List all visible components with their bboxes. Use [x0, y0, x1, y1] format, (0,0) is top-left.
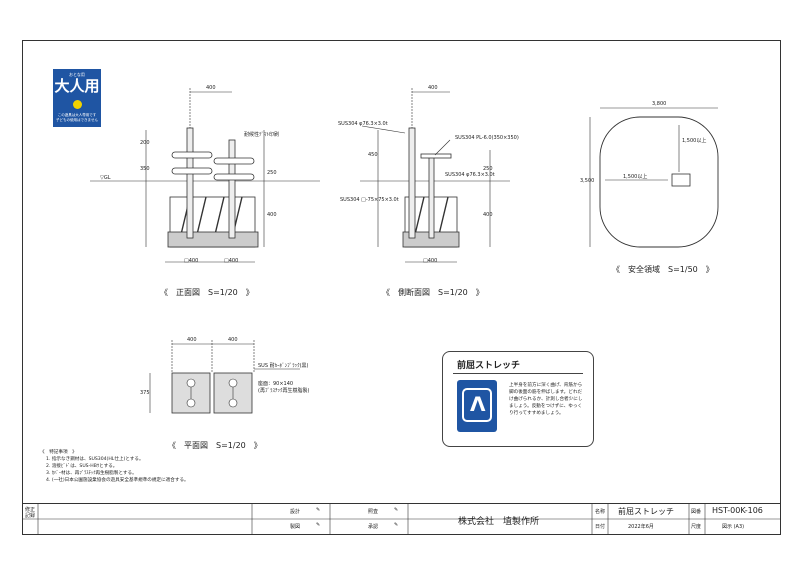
badge-line1: この遊具は大人専用です	[57, 113, 97, 117]
design-mark: ✎	[316, 507, 321, 513]
stretch-pictogram-icon: ᐱ	[457, 380, 497, 432]
side-dim-top: 400	[428, 85, 438, 91]
note-item: 4. (一社)日本公園施設業協会の遊具安全基準規準の規定に適合する。	[46, 478, 189, 483]
safety-inner-h: 1,500以上	[623, 174, 648, 180]
notes-heading: 《 特記事項 》	[40, 450, 77, 455]
front-post-left	[186, 127, 194, 239]
note-item: 1. 指示なき鋼材は、SUS304(HL仕上)とする。	[46, 457, 144, 462]
note-item: 3. ｶﾊﾞｰ材は、再ﾌﾞﾗｽﾁｯｸ再生樹脂製とする。	[46, 471, 137, 476]
side-base: □400	[423, 258, 438, 264]
safety-height: 3,500	[580, 178, 595, 184]
sign-title: 前屈ストレッチ	[457, 361, 521, 371]
review-mark: ✎	[394, 507, 399, 513]
plan-dim-2: 400	[228, 337, 238, 343]
adult-use-badge: おとな用 大人用 この遊具は大人専用です 子どもの使用はできません	[53, 69, 101, 127]
side-seat-plate	[420, 153, 452, 159]
side-callout-4: SUS304 □-75×75×3.0t	[340, 197, 399, 203]
front-base-right: □400	[224, 258, 239, 264]
drawing-scale: 図示 (A3)	[722, 524, 745, 530]
side-callout-3: SUS304 φ76.3×3.0t	[445, 172, 495, 178]
safety-area-title: 《 安全領域 S=1/50 》	[612, 265, 714, 274]
sign-divider	[453, 373, 583, 374]
front-base-left: □400	[184, 258, 199, 264]
side-callout-1: SUS304 φ76.3×3.0t	[338, 121, 388, 127]
side-post-left	[408, 127, 416, 239]
front-dim-h3: 250	[267, 170, 277, 176]
badge-main-text: 大人用	[54, 77, 100, 95]
safety-inner-v: 1,500以上	[682, 138, 707, 144]
safety-equipment-plan	[671, 173, 691, 187]
front-dim-top: 400	[206, 85, 216, 91]
drawing-number: HST-00K-106	[712, 506, 763, 515]
drawing-no-label: 図番	[691, 509, 702, 515]
drawing-date: 2022年6月	[628, 524, 654, 530]
check-design: 設計	[290, 509, 301, 515]
side-callout-2: SUS304 PL-6.0(350×350)	[455, 135, 519, 141]
plan-callout-2: 座面：90×140	[258, 381, 294, 387]
front-dim-h1: 200	[140, 140, 150, 146]
front-gl-label: ▽GL	[100, 175, 111, 181]
date-label: 日付	[595, 524, 606, 530]
plan-dim-1: 400	[187, 337, 197, 343]
special-notes: 《 特記事項 》 1. 指示なき鋼材は、SUS304(HL仕上)とする。 2. …	[40, 449, 189, 484]
stretch-glyph: ᐱ	[470, 392, 486, 416]
front-view-title: 《 正面図 S=1/20 》	[160, 288, 254, 297]
plan-view-title: 《 平面図 S=1/20 》	[168, 441, 262, 450]
stretch-sign: 前屈ストレッチ ᐱ 上半身を前方に深く曲げ、背筋から脚の後面の筋を伸ばします。ど…	[442, 351, 594, 447]
name-label: 名称	[595, 509, 606, 515]
note-item: 2. 溶接ﾋﾞﾄﾞは、SUS-HBｳとする。	[46, 464, 118, 469]
front-dim-h2: 350	[140, 166, 150, 172]
plan-dim-side: 375	[140, 390, 150, 396]
drawing-name: 前屈ストレッチ	[618, 507, 674, 516]
side-post-right	[428, 154, 435, 239]
adult-figure-icon	[72, 100, 82, 109]
badge-top-text: おとな用	[69, 72, 85, 77]
check-draft: 製図	[290, 524, 301, 530]
safety-area-outline	[599, 116, 719, 248]
company-name: 株式会社 埴製作所	[458, 517, 540, 527]
front-base-slab	[167, 231, 259, 248]
front-post-right	[228, 139, 236, 239]
revision-label: 修正記録	[25, 507, 36, 519]
drawing-sheet	[22, 40, 781, 535]
title-block	[22, 503, 781, 536]
scale-label: 尺度	[691, 524, 702, 530]
front-bar-right	[213, 157, 255, 165]
side-dim-h1: 450	[368, 152, 378, 158]
check-review: 照査	[368, 509, 379, 515]
plan-callout-1: SUS 耐ｶｰﾎﾞﾝﾌﾞﾗｯｸ(黒)	[258, 363, 309, 369]
side-view-title: 《 側断面図 S=1/20 》	[382, 288, 484, 297]
approve-mark: ✎	[394, 522, 399, 528]
side-dim-h3: 400	[483, 212, 493, 218]
front-bar-left	[171, 151, 213, 159]
badge-line2: 子どもの使用はできません	[56, 118, 98, 122]
side-dim-h2: 250	[483, 166, 493, 172]
front-callout: 耐候性ﾃﾞﾏﾄ印刷	[244, 132, 280, 138]
sign-description: 上半身を前方に深く曲げ、背筋から脚の後面の筋を伸ばします。どれだけ曲げられるか、…	[509, 383, 583, 416]
front-dim-h4: 400	[267, 212, 277, 218]
plan-callout-3: (再ﾌﾞﾗｽﾁｯｸ再生樹脂製)	[258, 388, 310, 394]
draft-mark: ✎	[316, 522, 321, 528]
check-approve: 承認	[368, 524, 379, 530]
safety-width: 3,800	[652, 101, 667, 107]
